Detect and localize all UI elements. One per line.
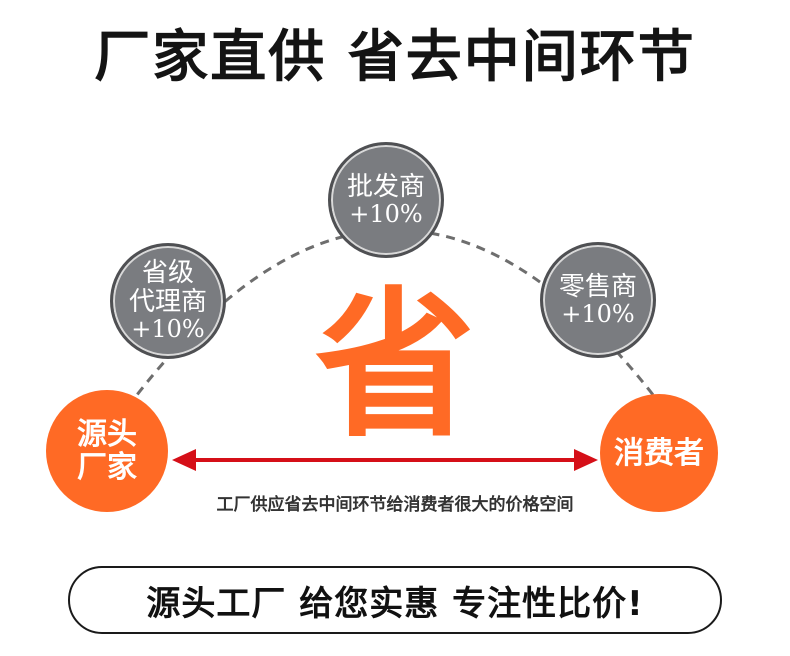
node-provincial-line1: 省级 <box>141 258 194 289</box>
headline: 厂家直供 省去中间环节 <box>94 25 696 90</box>
slogan-box: 源头工厂 给您实惠 专注性比价! <box>68 566 722 634</box>
node-provincial-line2: 代理商 <box>128 286 207 317</box>
node-retailer-line1: 零售商 <box>558 271 637 302</box>
node-consumer-line1: 消费者 <box>614 435 704 471</box>
node-retailer-markup: +10% <box>561 300 635 329</box>
node-consumer: 消费者 <box>600 394 718 512</box>
slogan-text: 源头工厂 给您实惠 专注性比价! <box>146 583 644 624</box>
center-save-char: 省 <box>314 271 475 459</box>
node-provincial-agent: 省级 代理商 +10% <box>110 243 226 359</box>
double-arrow-icon <box>172 449 598 471</box>
node-provincial-markup: +10% <box>131 315 205 344</box>
node-source-factory: 源头 厂家 <box>46 390 168 512</box>
node-wholesaler-markup: +10% <box>349 200 423 229</box>
caption: 工厂供应省去中间环节给消费者很大的价格空间 <box>216 495 574 515</box>
node-source-line1: 源头 <box>77 417 137 452</box>
node-retailer: 零售商 +10% <box>540 242 656 358</box>
node-source-line2: 厂家 <box>77 450 137 485</box>
arrow-head-left <box>172 449 196 471</box>
node-wholesaler: 批发商 +10% <box>328 142 444 258</box>
arrow-head-right <box>574 449 598 471</box>
node-wholesaler-line1: 批发商 <box>346 171 425 202</box>
